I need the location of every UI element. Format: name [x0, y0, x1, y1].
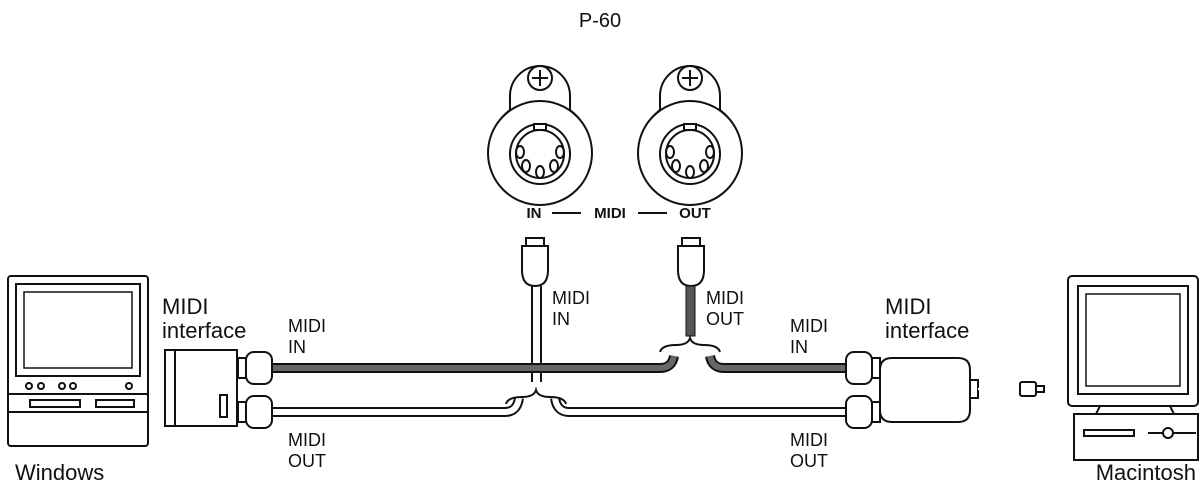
computer-label-windows: Windows [15, 460, 104, 485]
cable-label-midi-out-2: OUT [706, 309, 744, 329]
right-interface-label-1: MIDI [885, 294, 931, 319]
computer-label-macintosh: Macintosh [1096, 460, 1196, 485]
macintosh-icon [1067, 275, 1199, 461]
device-title: P-60 [579, 10, 621, 32]
port-label-in: IN [527, 205, 542, 222]
left-midi-interface-icon [164, 349, 238, 427]
left-out-label-2: OUT [288, 451, 326, 471]
windows-pc-icon [7, 275, 149, 447]
left-interface-label-2: interface [162, 318, 246, 343]
cable-label-midi-out-1: MIDI [706, 288, 744, 308]
left-in-label-1: MIDI [288, 316, 326, 336]
left-out-label-1: MIDI [288, 430, 326, 450]
white-cable-left [272, 397, 524, 417]
left-interface-label-1: MIDI [162, 294, 208, 319]
midi-out-plug-icon [677, 237, 705, 337]
cable-label-midi-in-1: MIDI [552, 288, 590, 308]
midi-out-socket-icon [637, 65, 743, 206]
right-in-plug-icon [845, 351, 881, 385]
dark-cable-left [272, 354, 679, 373]
dark-cable-right [705, 354, 846, 373]
left-in-plug-icon [237, 351, 273, 385]
right-out-label-2: OUT [790, 451, 828, 471]
right-in-label-1: MIDI [790, 316, 828, 336]
white-cable-right [550, 397, 846, 417]
midi-in-plug-icon [521, 237, 549, 382]
right-interface-label-2: interface [885, 318, 969, 343]
right-out-plug-icon [845, 395, 881, 429]
cable-label-midi-in-2: IN [552, 309, 570, 329]
left-out-plug-icon [237, 395, 273, 429]
midi-in-socket-icon [487, 65, 593, 206]
right-in-label-2: IN [790, 337, 808, 357]
left-in-label-2: IN [288, 337, 306, 357]
right-midi-interface-icon [879, 357, 1045, 423]
port-label-out: OUT [679, 205, 711, 222]
right-out-label-1: MIDI [790, 430, 828, 450]
port-label-midi: MIDI [594, 205, 626, 222]
